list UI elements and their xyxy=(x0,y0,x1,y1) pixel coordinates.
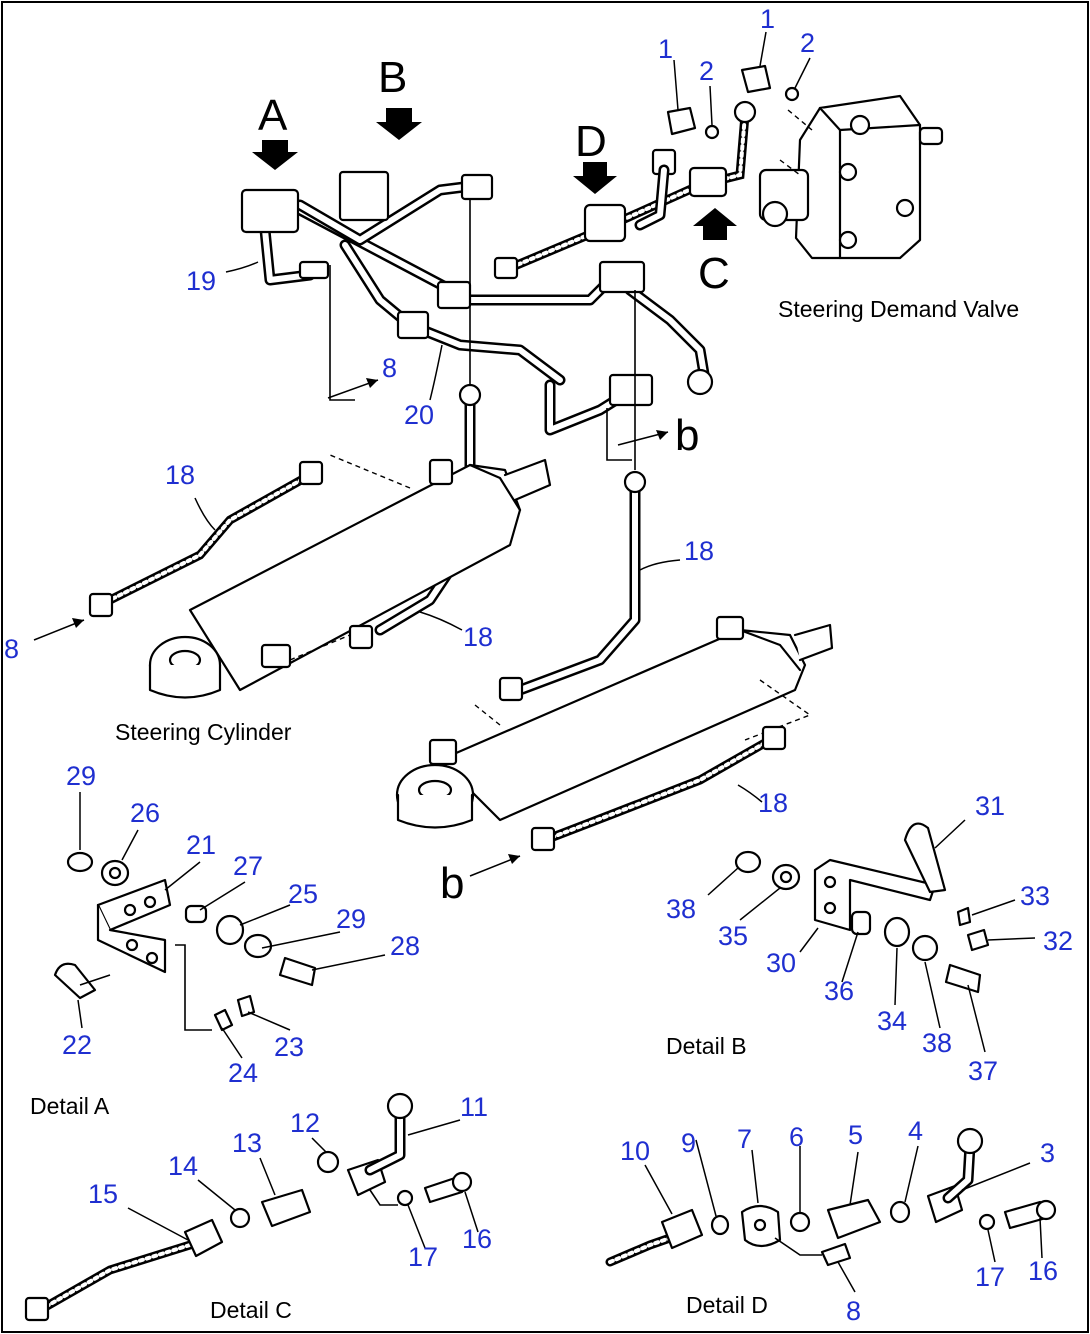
callout: 11 xyxy=(460,1092,488,1122)
view-letter-c: C xyxy=(698,249,730,298)
callouts-detail-c: 11 12 13 14 15 17 16 xyxy=(88,1092,492,1272)
callout: 18 xyxy=(165,460,195,490)
callout: 2 xyxy=(699,56,714,86)
callout: 32 xyxy=(1043,926,1073,956)
callout: 2 xyxy=(800,28,815,58)
callout: 38 xyxy=(666,894,696,924)
top-fittings xyxy=(666,64,800,140)
view-letters: A B C D b b xyxy=(258,53,730,908)
caption-detail-c: Detail C xyxy=(210,1297,292,1323)
callout: 36 xyxy=(824,976,854,1006)
detail-a-parts xyxy=(53,851,317,1032)
callout: 24 xyxy=(228,1058,258,1088)
callouts-main: 1 2 1 2 19 8 20 18 18 18 18 8 xyxy=(4,4,815,818)
callout: 15 xyxy=(88,1179,118,1209)
view-letter-d: D xyxy=(575,117,607,166)
caption-steering-cylinder: Steering Cylinder xyxy=(115,719,292,745)
callout: 1 xyxy=(760,4,775,34)
captions: Steering Demand Valve Steering Cylinder … xyxy=(30,296,1019,1323)
callout: 1 xyxy=(658,34,673,64)
callout: 38 xyxy=(922,1028,952,1058)
leader-lines xyxy=(77,31,1043,1293)
callout: 17 xyxy=(408,1242,438,1272)
callout: 27 xyxy=(233,851,263,881)
callout: 3 xyxy=(1040,1138,1055,1168)
callout: 8 xyxy=(382,353,397,383)
callouts-detail-d: 10 9 7 6 5 4 3 17 16 8 xyxy=(620,1116,1058,1326)
callout: 29 xyxy=(66,761,96,791)
hoses-18 xyxy=(88,460,787,852)
callout: 21 xyxy=(186,830,216,860)
callout: 10 xyxy=(620,1136,650,1166)
view-letter-b: B xyxy=(378,53,407,102)
callout: 19 xyxy=(186,266,216,296)
caption-steering-demand-valve: Steering Demand Valve xyxy=(778,296,1019,322)
caption-detail-d: Detail D xyxy=(686,1292,768,1318)
callout: 22 xyxy=(62,1030,92,1060)
callout: 31 xyxy=(975,791,1005,821)
callout: 6 xyxy=(789,1122,804,1152)
callout: 8 xyxy=(846,1296,861,1326)
callout: 13 xyxy=(232,1128,262,1158)
callout: 34 xyxy=(877,1006,907,1036)
caption-detail-b: Detail B xyxy=(666,1033,747,1059)
callout: 35 xyxy=(718,921,748,951)
callout: 17 xyxy=(975,1262,1005,1292)
caption-detail-a: Detail A xyxy=(30,1093,110,1119)
view-letter-a: A xyxy=(258,91,288,140)
detail-c-parts xyxy=(24,1092,473,1322)
callout: 20 xyxy=(404,400,434,430)
section-letter-b-lower: b xyxy=(440,859,464,908)
callout: 37 xyxy=(968,1056,998,1086)
callout: 12 xyxy=(290,1108,320,1138)
callout: 33 xyxy=(1020,881,1050,911)
detail-b-parts xyxy=(734,822,990,994)
callout: 30 xyxy=(766,948,796,978)
callout: 18 xyxy=(684,536,714,566)
steering-cylinder-left xyxy=(148,454,552,699)
callout: 16 xyxy=(462,1224,492,1254)
steering-demand-valve xyxy=(758,94,944,260)
callouts-detail-a: 29 26 21 27 25 29 28 22 24 23 xyxy=(62,761,420,1088)
callout: 25 xyxy=(288,879,318,909)
callout: 18 xyxy=(463,622,493,652)
callout: 7 xyxy=(737,1124,752,1154)
callout: 28 xyxy=(390,931,420,961)
callout: 18 xyxy=(758,788,788,818)
callout: 9 xyxy=(681,1128,696,1158)
callout: 4 xyxy=(908,1116,923,1146)
callout: 23 xyxy=(274,1032,304,1062)
callout: 8 xyxy=(4,634,19,664)
steering-cylinder-right xyxy=(395,615,834,829)
callout: 26 xyxy=(130,798,160,828)
section-letter-b-upper: b xyxy=(675,411,699,460)
callout: 16 xyxy=(1028,1256,1058,1286)
callout: 5 xyxy=(848,1120,863,1150)
callout: 29 xyxy=(336,904,366,934)
view-arrows xyxy=(33,108,737,877)
callouts-detail-b: 31 33 32 38 35 30 36 34 38 37 xyxy=(666,791,1073,1086)
callout: 14 xyxy=(168,1151,198,1181)
detail-d-parts xyxy=(605,1127,1057,1267)
upper-hose xyxy=(493,100,757,280)
